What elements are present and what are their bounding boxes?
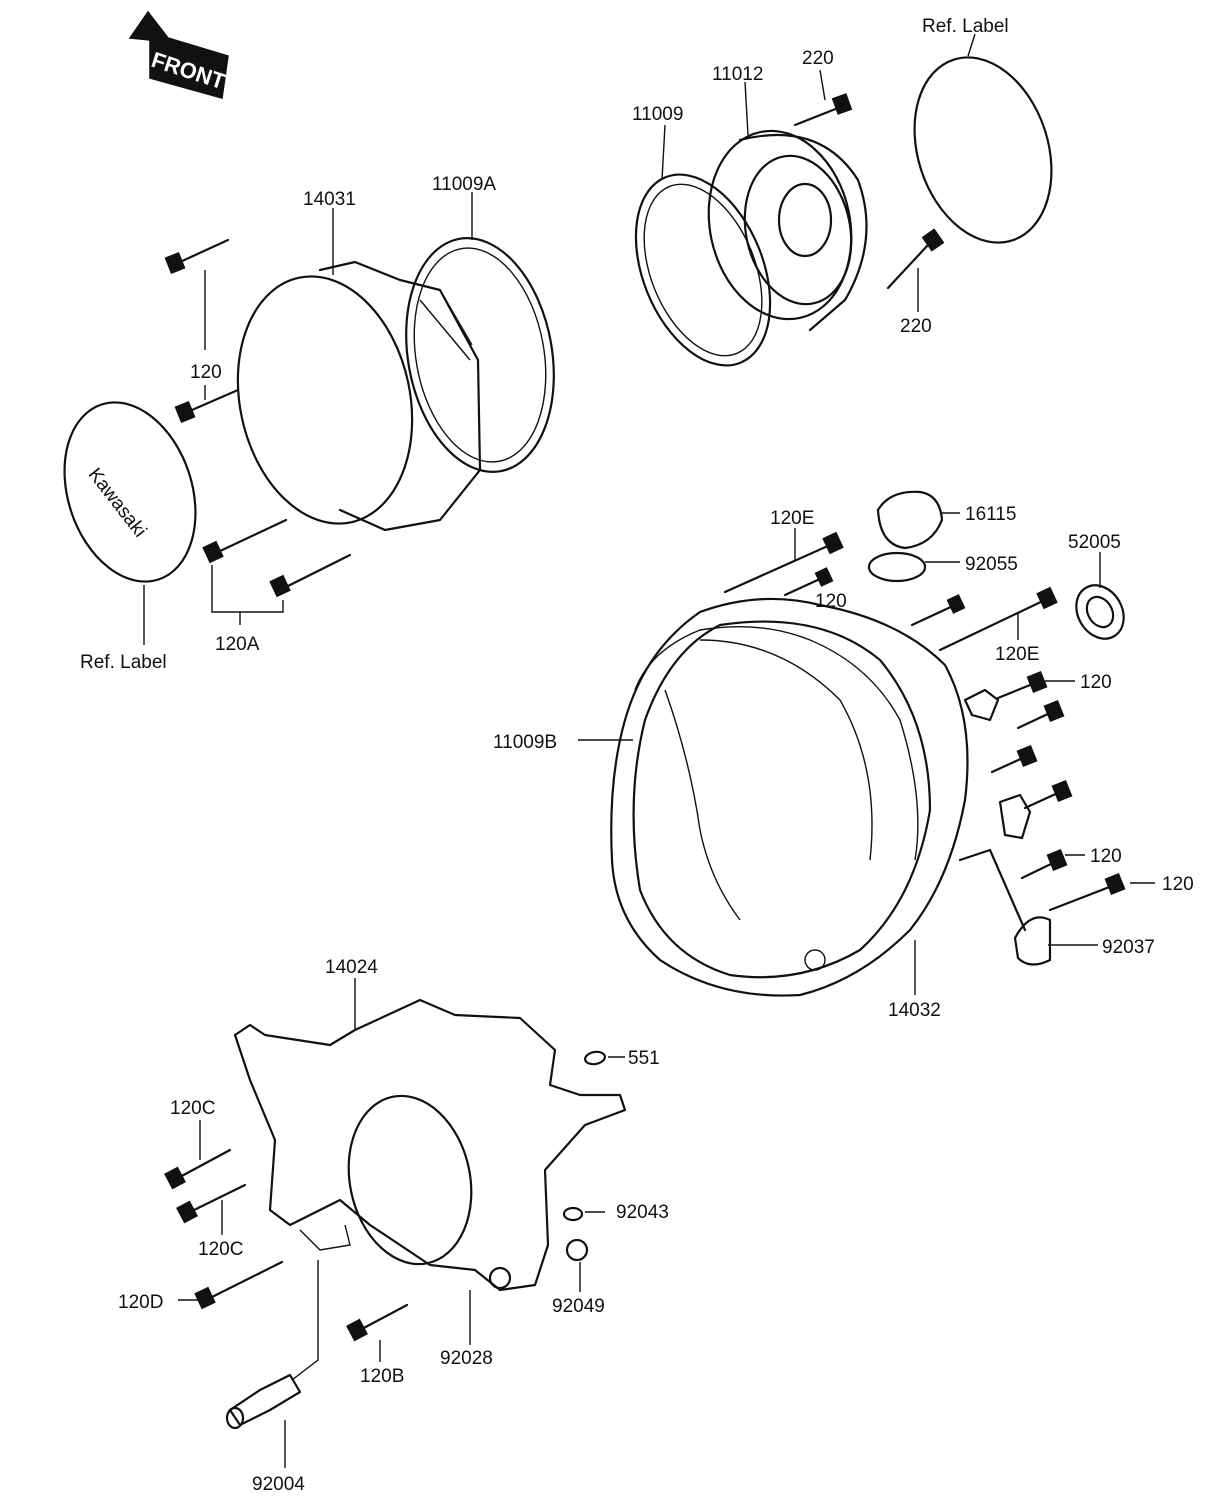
label-120E-right: 120E: [995, 644, 1039, 665]
label-14024: 14024: [325, 957, 378, 978]
label-120-mid: 120: [815, 591, 847, 612]
label-16115: 16115: [965, 504, 1016, 525]
part-92043: [562, 1206, 605, 1222]
part-120-bolt-mid: [783, 567, 966, 627]
part-551-dowel: [583, 1050, 625, 1066]
part-14024-cover: [233, 978, 627, 1292]
part-16115-cap: [876, 490, 960, 550]
label-ref-label-top: Ref. Label: [922, 16, 1009, 37]
label-14031: 14031: [303, 189, 356, 210]
part-11009-gasket: [634, 124, 772, 367]
label-11012: 11012: [712, 64, 763, 85]
label-220-top: 220: [802, 48, 834, 69]
label-11009B: 11009B: [493, 732, 557, 753]
part-92049: [565, 1238, 589, 1292]
part-120-bolts-upper-left: [164, 238, 240, 424]
part-120A-bolts: [202, 518, 352, 625]
label-11009: 11009: [632, 104, 683, 125]
label-92004: 92004: [252, 1474, 305, 1495]
part-11009B-gasket: [578, 625, 919, 861]
part-120C-bolts: [164, 1120, 247, 1235]
part-120E-bolt-top: [723, 528, 844, 594]
label-120-upper-left: 120: [190, 362, 222, 383]
part-120D-bolt: [178, 1260, 284, 1310]
label-120C-top: 120C: [170, 1098, 215, 1119]
ref-label-top-part: [913, 33, 1053, 244]
label-120C-bottom: 120C: [198, 1239, 243, 1260]
label-120B: 120B: [360, 1366, 404, 1387]
label-11009A: 11009A: [432, 174, 496, 195]
label-551: 551: [628, 1048, 660, 1069]
label-220-bottom: 220: [900, 316, 932, 337]
label-120D: 120D: [118, 1292, 163, 1313]
label-120-right3: 120: [1162, 874, 1194, 895]
part-52005-seal: [1075, 552, 1125, 640]
part-ref-label-left-disc: Kawasaki: [63, 401, 197, 645]
part-220-bolt-top: [793, 69, 853, 127]
label-120-right1: 120: [1080, 672, 1112, 693]
part-92037-clamp: [1013, 916, 1098, 966]
part-120E-bolt-right: [938, 586, 1058, 652]
part-92004-switch: [225, 1260, 319, 1468]
part-11009A-gasket: [405, 192, 555, 473]
part-220-bolt-bottom: [886, 228, 945, 312]
part-120B-bolt: [346, 1303, 409, 1362]
label-92043: 92043: [616, 1202, 669, 1223]
label-120E-top: 120E: [770, 508, 814, 529]
part-92028: [469, 1266, 512, 1345]
front-arrow: FRONT: [128, 10, 229, 99]
part-92055-oring: [867, 551, 960, 583]
kawasaki-logo-text: Kawasaki: [84, 464, 151, 541]
part-11012-cover: [707, 81, 868, 332]
label-92049: 92049: [552, 1296, 605, 1317]
label-ref-label-left: Ref. Label: [80, 652, 167, 673]
part-120-bolts-right: [963, 670, 1155, 912]
label-92028: 92028: [440, 1348, 493, 1369]
label-14032: 14032: [888, 1000, 941, 1021]
label-92037: 92037: [1102, 937, 1155, 958]
label-92055: 92055: [965, 554, 1018, 575]
label-120A: 120A: [215, 634, 260, 655]
part-14031-cover: [236, 208, 482, 532]
label-52005: 52005: [1068, 532, 1121, 553]
label-120-right2: 120: [1090, 846, 1122, 867]
part-14032-cover: [610, 597, 1027, 997]
